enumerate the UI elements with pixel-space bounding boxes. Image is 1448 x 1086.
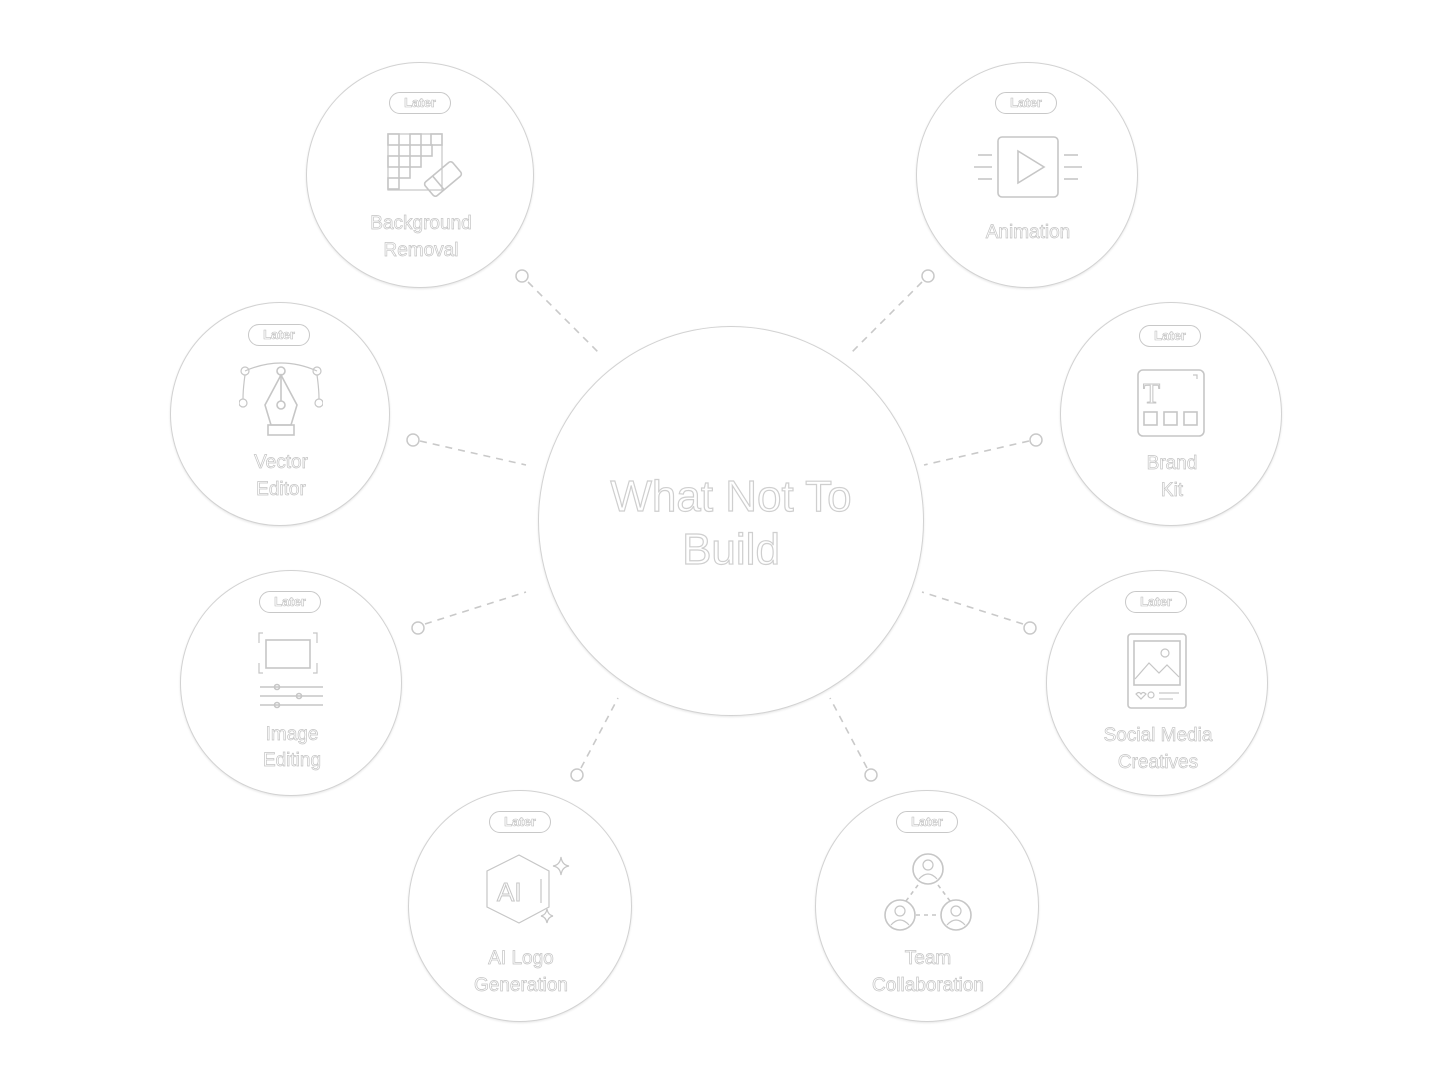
node-label-line1: Vector — [254, 452, 309, 474]
later-badge: Later — [389, 92, 451, 114]
node-team-collaboration[interactable]: Later Team Collaboration — [815, 790, 1039, 1022]
node-social-media-creatives[interactable]: Later Social Media Creatives — [1046, 570, 1268, 796]
node-label-line2: Editing — [262, 750, 322, 772]
connector-animation — [851, 281, 923, 353]
node-label-line2: Collaboration — [872, 975, 985, 997]
connector-brand-kit — [923, 440, 1030, 466]
pen-tool-icon — [239, 361, 323, 441]
social-post-icon — [1125, 631, 1189, 711]
node-vector-editor[interactable]: Later Vector Editor — [170, 302, 390, 526]
center-title-line1: What Not To — [610, 471, 852, 521]
node-label-line2: Generation — [473, 975, 569, 997]
connector-team — [829, 697, 868, 769]
node-label-line1: Team — [904, 948, 952, 970]
svg-text:T: T — [1143, 379, 1160, 410]
endpoint-brand-kit — [1029, 433, 1043, 447]
svg-text:AI: AI — [497, 877, 522, 907]
node-label-line1: Brand — [1146, 453, 1198, 475]
node-image-editing[interactable]: Later Image Editing — [180, 570, 402, 796]
node-label-line2: Removal — [383, 240, 459, 262]
center-node: What Not To Build — [538, 326, 924, 716]
endpoint-vector-editor — [406, 433, 420, 447]
node-background-removal[interactable]: Later Background Removal — [306, 62, 534, 288]
node-label-line2: Creatives — [1117, 752, 1199, 774]
team-icon — [882, 851, 974, 933]
node-brand-kit[interactable]: Later T Brand Kit — [1060, 302, 1282, 526]
crop-sliders-icon — [257, 631, 327, 711]
endpoint-image-editing — [411, 621, 425, 635]
later-badge: Later — [1125, 591, 1187, 613]
play-frame-icon — [972, 135, 1084, 201]
endpoint-team — [864, 768, 878, 782]
later-badge: Later — [1139, 325, 1201, 347]
node-label-line1: Animation — [985, 222, 1071, 244]
endpoint-background-removal — [515, 269, 529, 283]
connector-vector-editor — [419, 440, 527, 466]
center-title-line2: Build — [681, 524, 780, 574]
node-label-line1: Social Media — [1103, 725, 1213, 747]
endpoint-ai-logo — [570, 768, 584, 782]
node-label-line1: AI Logo — [488, 948, 554, 970]
grid-eraser-icon — [385, 131, 465, 197]
connector-image-editing — [424, 591, 527, 625]
node-ai-logo-generation[interactable]: Later AI AI Logo Generation — [408, 790, 632, 1022]
endpoint-animation — [921, 269, 935, 283]
later-badge: Later — [259, 591, 321, 613]
node-label-line2: Editor — [256, 479, 306, 501]
later-badge: Later — [248, 324, 310, 346]
node-label-line2: Kit — [1160, 480, 1184, 502]
later-badge: Later — [896, 811, 958, 833]
connector-ai-logo — [580, 697, 619, 769]
brand-kit-icon: T — [1135, 367, 1207, 439]
node-label-line1: Image — [265, 724, 319, 746]
node-label-line1: Background — [370, 213, 472, 235]
connector-background-removal — [527, 281, 599, 353]
later-badge: Later — [995, 92, 1057, 114]
ai-sparkle-icon: AI — [479, 851, 575, 931]
node-animation[interactable]: Later Animation — [916, 62, 1138, 288]
later-badge: Later — [489, 811, 551, 833]
connector-social-media — [921, 591, 1024, 625]
endpoint-social-media — [1023, 621, 1037, 635]
